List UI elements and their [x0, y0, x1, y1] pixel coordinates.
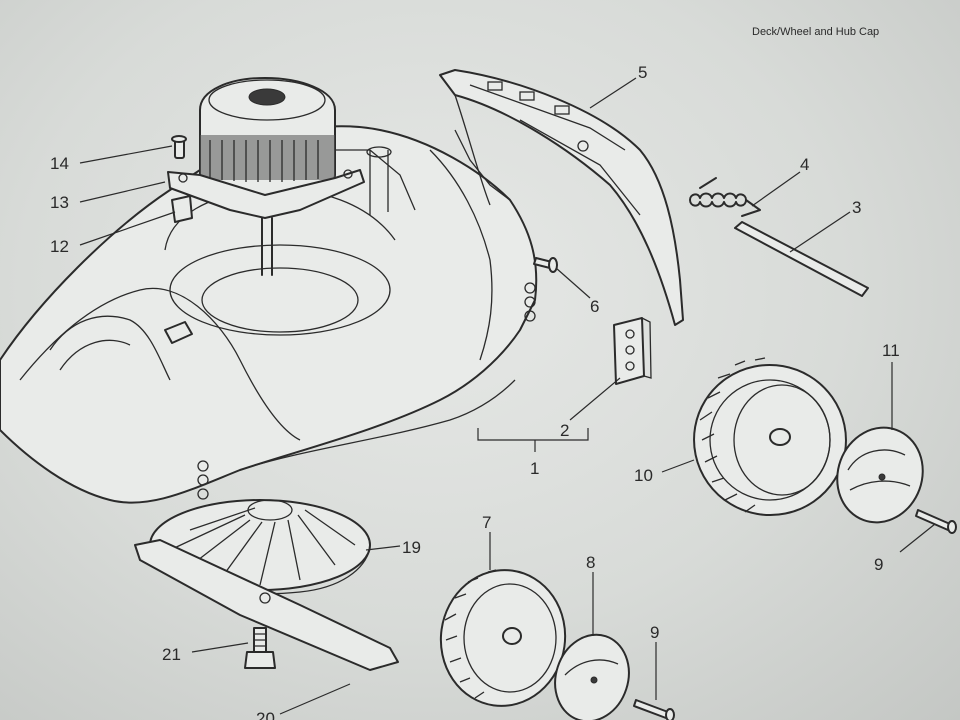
bracket-part-2	[613, 317, 652, 385]
callout-5: 5	[638, 63, 647, 82]
callout-3: 3	[852, 198, 861, 217]
deck-part	[0, 125, 538, 504]
hub-bolt-part-9-right	[915, 509, 957, 534]
leader-lines	[79, 77, 936, 715]
callout-6: 6	[590, 297, 599, 316]
callout-19: 19	[402, 538, 421, 557]
callout-8: 8	[586, 553, 595, 572]
rear-wheel-part-10	[693, 357, 847, 517]
callout-12: 12	[50, 237, 69, 256]
callout-11: 11	[882, 341, 900, 360]
rear-flap-part	[439, 69, 684, 326]
front-wheel-part-7	[439, 569, 567, 707]
screw-part-6	[533, 257, 558, 273]
hub-bolt-part-9-bottom	[633, 699, 675, 720]
callout-13: 13	[50, 193, 69, 212]
spring-part	[689, 177, 761, 217]
callout-20: 20	[256, 709, 275, 720]
callout-21: 21	[162, 645, 181, 664]
callout-1: 1	[530, 459, 539, 478]
callout-10: 10	[634, 466, 653, 485]
rear-hub-cap-part-11	[836, 426, 924, 524]
blade-bolt-part-21	[244, 627, 276, 669]
callout-7: 7	[482, 513, 491, 532]
blade-part-20	[134, 539, 399, 671]
rear-axle-rod-part	[734, 221, 869, 297]
callout-4: 4	[800, 155, 809, 174]
callout-2: 2	[560, 421, 569, 440]
page-title: Deck/Wheel and Hub Cap	[752, 26, 880, 38]
motor-assembly	[167, 77, 365, 276]
callout-9-right: 9	[874, 555, 883, 574]
callout-numbers: 14 13 12 5 4 3 6 2 1 10 11 9 19 21 7 8 9…	[50, 63, 900, 720]
callout-9-bottom: 9	[650, 623, 659, 642]
callout-14: 14	[50, 154, 69, 173]
